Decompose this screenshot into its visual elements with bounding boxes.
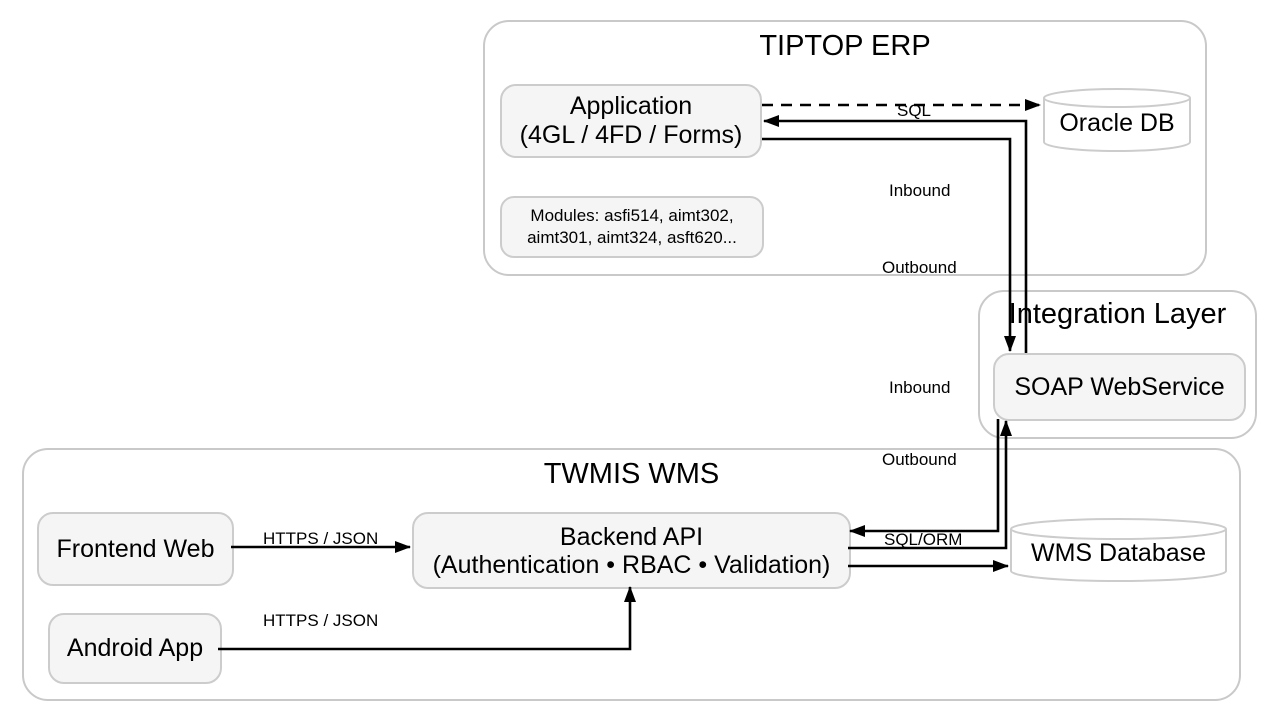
node-label-line2: (4GL / 4FD / Forms): [519, 121, 743, 149]
node-label: SOAP WebService: [1014, 372, 1225, 401]
edge-label-sql-orm: SQL/ORM: [884, 530, 963, 549]
edge-label-inbound-erp: Inbound: [889, 181, 951, 200]
edge-label-https-json-app: HTTPS / JSON: [263, 611, 379, 630]
node-label-line2: (Authentication • RBAC • Validation): [432, 550, 831, 579]
node-soap-webservice: SOAP WebService: [993, 353, 1246, 421]
node-label-line2: aimt301, aimt324, asft620...: [527, 228, 737, 247]
container-title: TIPTOP ERP: [759, 30, 931, 62]
database-cylinder-icon: [1010, 518, 1227, 582]
node-wms-database: WMS Database: [1010, 518, 1227, 582]
node-label-line1: Backend API: [559, 522, 704, 551]
node-label: Oracle DB: [1059, 108, 1175, 137]
node-label: Frontend Web: [56, 534, 215, 563]
edge-label-sql: SQL: [897, 101, 932, 120]
node-label: WMS Database: [1030, 538, 1207, 567]
node-frontend-web: Frontend Web: [37, 512, 234, 586]
edge-label-outbound-erp: Outbound: [882, 258, 957, 277]
database-cylinder-icon: [1043, 88, 1191, 152]
node-label-line1: Modules: asfi514, aimt302,: [530, 206, 734, 225]
node-label: Android App: [66, 634, 204, 662]
node-label-line1: Application: [569, 92, 693, 120]
node-application: Application (4GL / 4FD / Forms): [500, 84, 762, 158]
container-title: TWMIS WMS: [543, 458, 720, 490]
node-oracle-db: Oracle DB: [1043, 88, 1191, 152]
container-title: Integration Layer: [1008, 298, 1227, 330]
node-backend-api: Backend API (Authentication • RBAC • Val…: [412, 512, 851, 589]
node-android-app: Android App: [48, 613, 222, 684]
edge-label-https-json-web: HTTPS / JSON: [263, 529, 379, 548]
node-modules-note: Modules: asfi514, aimt302, aimt301, aimt…: [500, 196, 764, 258]
edge-label-outbound-wms: Outbound: [882, 450, 957, 469]
edge-label-inbound-wms: Inbound: [889, 378, 951, 397]
